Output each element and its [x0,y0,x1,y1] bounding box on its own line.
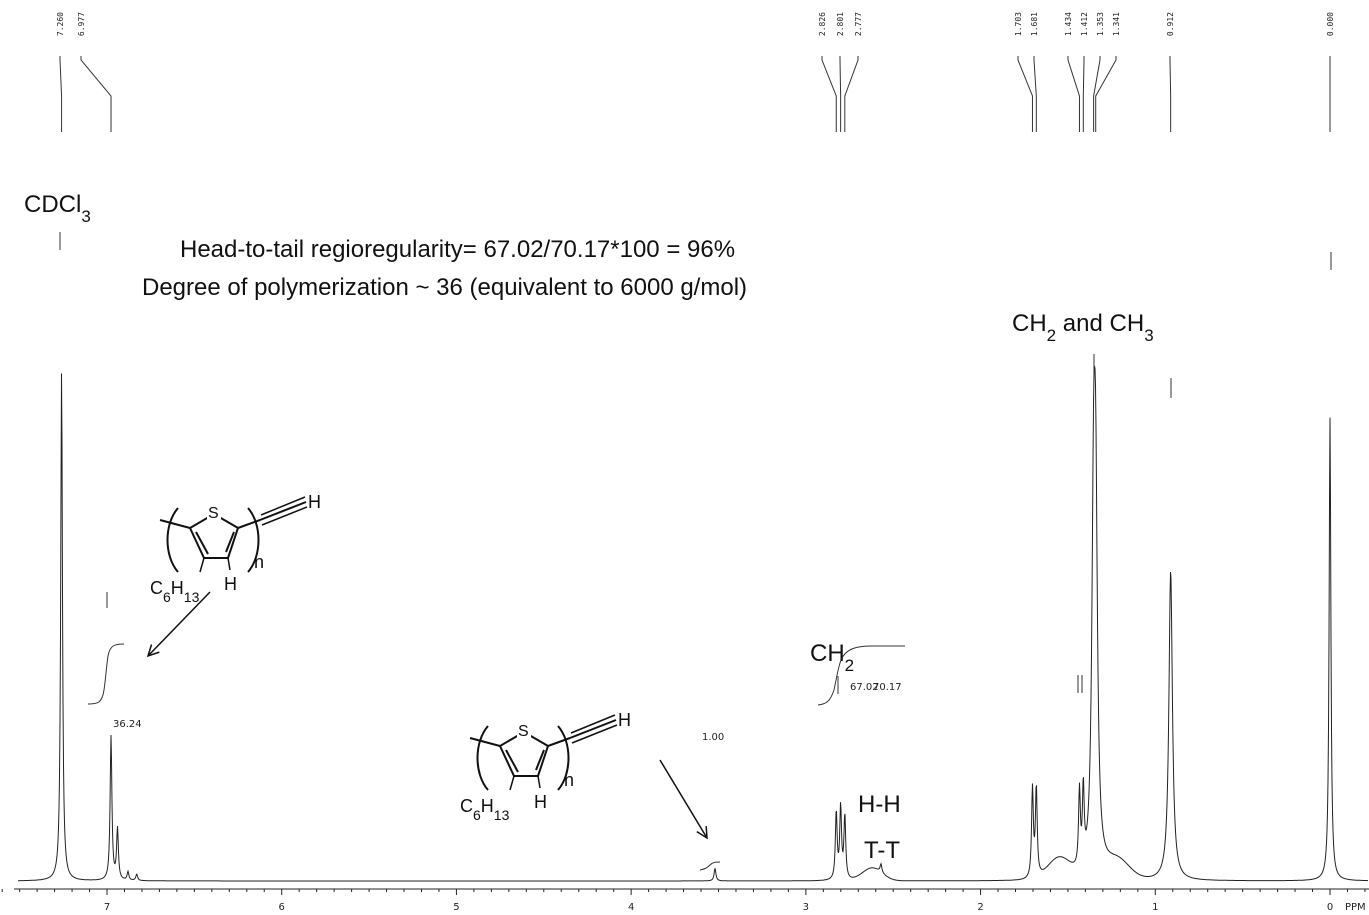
right-bond [547,737,571,747]
left-bracket [166,507,179,573]
polymerization-note: Degree of polymerization ~ 36 (equivalen… [142,274,747,301]
arrow-to-alkyne-peak [659,759,708,839]
alkyne-bond [569,719,617,739]
peak-leader-line [1169,56,1172,132]
regioregularity-note: Head-to-tail regioregularity= 67.02/70.1… [180,236,735,263]
repeat-n-label: n [254,552,264,572]
peak-pick-label: 1.341 [1112,12,1121,36]
alkyne-bond [571,724,618,744]
peak-leader-line [1067,56,1080,132]
terminal-hydrogen-label: H [308,492,321,512]
sulfur-label: S [518,723,529,740]
ch2-label: CH2 [810,640,854,675]
peak-pick-label: 1.681 [1030,12,1039,36]
peak-leader-line [844,56,859,132]
integral-value-label: 70.17 [873,682,902,693]
arrow-to-aromatic-peak-head [146,644,160,658]
peak-leader-line [59,56,63,132]
hexyl-label: C6H13 [150,578,200,605]
ring-double-bond [195,531,209,555]
left-bracket [476,725,489,791]
head-head-label: H-H [858,791,901,818]
peak-leader-line [1093,56,1101,132]
peak-pick-label: 6.977 [77,12,86,36]
peak-labels: 7.260 6.977 2.826 2.801 2.777 1.703 1.681 1.434… [56,12,1335,132]
peak-pick-label: 1.434 [1064,12,1073,36]
solvent-label: CDCl3 [24,191,91,226]
alkyne-bond [259,501,307,521]
x-tick-label: 5 [453,902,459,913]
left-bond [159,519,191,529]
peak-leader-line [80,56,112,132]
peak-leader-line [839,56,842,132]
ring-double-bond [535,749,545,771]
peak-leader-line [1095,56,1117,132]
x-axis-unit-label: PPM [1345,902,1366,913]
ring-double-bond [225,531,235,553]
peak-pick-label: 7.260 [56,12,65,36]
peak-pick-label: 1.412 [1080,12,1089,36]
x-tick-label: 4 [628,902,634,913]
alkyne-bond [260,496,306,516]
integral-curve [817,645,905,706]
x-tick-label: 6 [279,902,285,913]
peak-pick-label: 1.353 [1096,12,1105,36]
integral-value-label: 1.00 [702,732,724,743]
peak-pick-label: 2.801 [836,12,845,36]
ring-h-bond [537,775,541,789]
integral-curve [699,861,721,871]
x-tick-label: 3 [803,902,809,913]
peak-leader-line [1017,56,1033,132]
sulfur-label: S [208,505,219,522]
tail-tail-label: T-T [864,837,900,864]
repeat-n-label: n [564,770,574,790]
peak-leader-line [1033,56,1037,132]
spectrum-trace [18,365,1368,882]
arrow-to-alkyne-peak-head [696,825,708,840]
ring-h-bond [227,557,231,571]
ring-hydrogen-label: H [224,574,237,594]
x-axis: 7 6 5 4 3 2 1 0 PPM [1,888,1369,913]
x-tick-label: 0 [1327,902,1333,913]
sulfur-bg [517,722,531,738]
x-tick-label: 7 [104,902,110,913]
spectrum-layer [18,365,1368,882]
alkyne-bond [261,506,308,526]
peak-leader-line [821,56,837,132]
sulfur-bg [207,504,221,520]
integral-value-label: 36.24 [113,719,142,730]
integral-value-label: 67.02 [850,682,879,693]
right-bracket [247,507,260,573]
alkyne-bond [570,714,616,734]
x-tick-label: 1 [1152,902,1158,913]
terminal-hydrogen-label: H [618,710,631,730]
right-bracket [557,725,570,791]
ring-double-bond [505,749,519,773]
peak-pick-label: 0.912 [1166,12,1175,36]
peak-pick-label: 2.826 [818,12,827,36]
peak-pick-label: 1.703 [1014,12,1023,36]
integral-curve [87,643,125,705]
hexyl-bond [509,775,515,791]
x-tick-label: 2 [977,902,983,913]
hexyl-label: C6H13 [460,796,510,823]
arrow-to-aromatic-peak [147,591,211,657]
hexyl-bond [199,557,205,573]
right-bond [237,519,261,529]
left-bond [469,737,501,747]
ch2-ch3-label: CH2 and CH3 [1012,310,1154,345]
peak-pick-label: 0.000 [1326,12,1335,36]
peak-pick-label: 2.777 [854,12,863,36]
peak-leader-line [1082,56,1085,132]
ring-hydrogen-label: H [534,792,547,812]
